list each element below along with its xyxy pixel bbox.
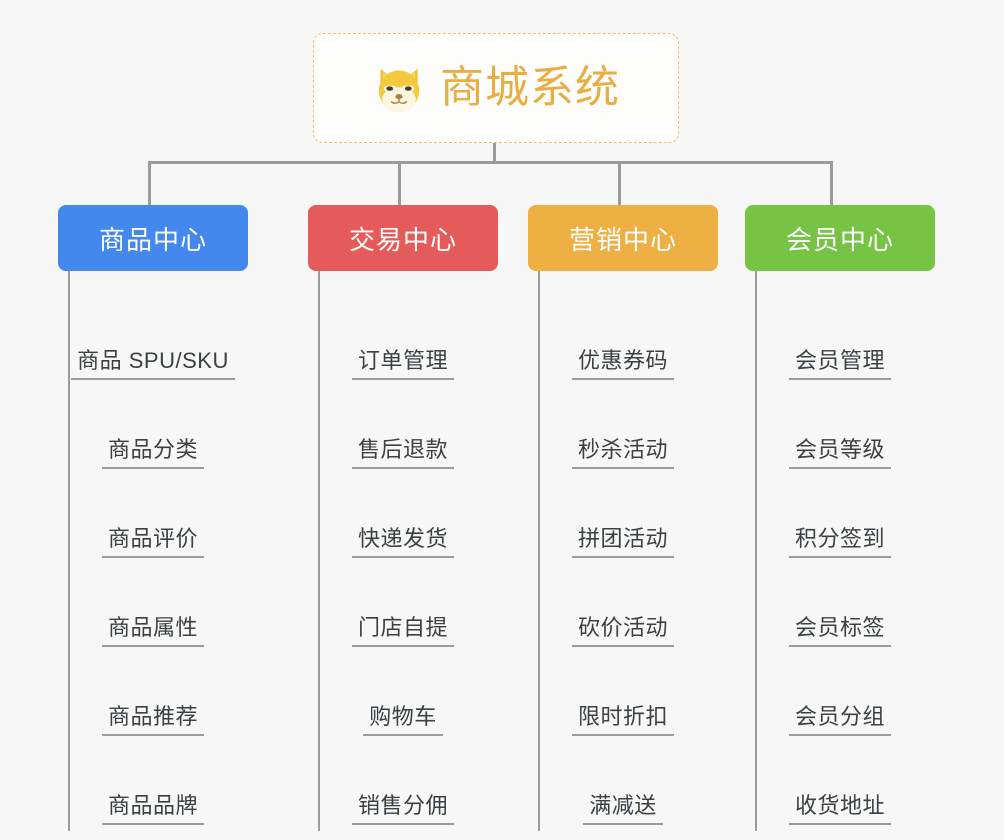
- root-title: 商城系统: [440, 63, 620, 112]
- leaf-item[interactable]: 商品评价: [58, 475, 248, 564]
- leaf-item[interactable]: 售后退款: [308, 386, 498, 475]
- leaf-label: 秒杀活动: [571, 436, 674, 469]
- leaf-label: 会员等级: [788, 436, 891, 469]
- column-trade-center: 交易中心 订单管理 售后退款 快递发货 门店自提 购物车 销售分佣: [308, 205, 498, 831]
- leaf-label: 订单管理: [351, 347, 454, 380]
- connector-root-vertical: [493, 143, 496, 163]
- leaf-item[interactable]: 购物车: [308, 653, 498, 742]
- leaf-rail-2: [318, 271, 320, 831]
- leaf-item[interactable]: 收货地址: [745, 742, 935, 831]
- leaf-item[interactable]: 会员标签: [745, 564, 935, 653]
- leaf-item[interactable]: 门店自提: [308, 564, 498, 653]
- leaf-item[interactable]: 秒杀活动: [528, 386, 718, 475]
- leaf-item[interactable]: 订单管理: [308, 297, 498, 386]
- leaf-list-3: 优惠券码 秒杀活动 拼团活动 砍价活动 限时折扣 满减送: [528, 271, 718, 831]
- category-header-2[interactable]: 交易中心: [308, 205, 498, 271]
- leaf-item[interactable]: 快递发货: [308, 475, 498, 564]
- leaf-label: 会员标签: [788, 614, 891, 647]
- leaf-rail-1: [68, 271, 70, 831]
- leaf-item[interactable]: 拼团活动: [528, 475, 718, 564]
- leaf-item[interactable]: 会员等级: [745, 386, 935, 475]
- leaf-label: 商品分类: [101, 436, 204, 469]
- leaf-label: 商品 SPU/SKU: [71, 347, 235, 380]
- leaf-label: 拼团活动: [571, 525, 674, 558]
- leaf-item[interactable]: 限时折扣: [528, 653, 718, 742]
- leaf-label: 优惠券码: [571, 347, 674, 380]
- leaf-item[interactable]: 商品属性: [58, 564, 248, 653]
- leaf-label: 会员分组: [788, 703, 891, 736]
- connector-drop-3: [618, 161, 621, 205]
- connector-drop-1: [148, 161, 151, 205]
- leaf-label: 满减送: [583, 792, 663, 825]
- leaf-item[interactable]: 商品分类: [58, 386, 248, 475]
- leaf-item[interactable]: 会员管理: [745, 297, 935, 386]
- leaf-label: 销售分佣: [351, 792, 454, 825]
- leaf-list-2: 订单管理 售后退款 快递发货 门店自提 购物车 销售分佣: [308, 271, 498, 831]
- category-header-4[interactable]: 会员中心: [745, 205, 935, 271]
- column-marketing-center: 营销中心 优惠券码 秒杀活动 拼团活动 砍价活动 限时折扣 满减送: [528, 205, 718, 831]
- leaf-item[interactable]: 优惠券码: [528, 297, 718, 386]
- leaf-item[interactable]: 商品推荐: [58, 653, 248, 742]
- column-product-center: 商品中心 商品 SPU/SKU 商品分类 商品评价 商品属性 商品推荐 商品品牌: [58, 205, 248, 831]
- leaf-label: 商品评价: [101, 525, 204, 558]
- leaf-label: 门店自提: [351, 614, 454, 647]
- leaf-label: 限时折扣: [571, 703, 674, 736]
- leaf-label: 售后退款: [351, 436, 454, 469]
- leaf-label: 购物车: [363, 703, 443, 736]
- leaf-rail-3: [538, 271, 540, 831]
- leaf-item[interactable]: 砍价活动: [528, 564, 718, 653]
- leaf-rail-4: [755, 271, 757, 831]
- category-header-1[interactable]: 商品中心: [58, 205, 248, 271]
- leaf-item[interactable]: 积分签到: [745, 475, 935, 564]
- leaf-list-4: 会员管理 会员等级 积分签到 会员标签 会员分组 收货地址: [745, 271, 935, 831]
- leaf-item[interactable]: 会员分组: [745, 653, 935, 742]
- leaf-item[interactable]: 销售分佣: [308, 742, 498, 831]
- leaf-label: 快递发货: [351, 525, 454, 558]
- leaf-label: 砍价活动: [571, 614, 674, 647]
- shiba-dog-emoji: [378, 68, 420, 113]
- leaf-label: 会员管理: [788, 347, 891, 380]
- leaf-label: 商品推荐: [101, 703, 204, 736]
- leaf-label: 商品品牌: [101, 792, 204, 825]
- column-member-center: 会员中心 会员管理 会员等级 积分签到 会员标签 会员分组 收货地址: [745, 205, 935, 831]
- connector-horizontal-bus: [148, 161, 833, 164]
- leaf-item[interactable]: 满减送: [528, 742, 718, 831]
- leaf-item[interactable]: 商品 SPU/SKU: [58, 297, 248, 386]
- connector-drop-2: [398, 161, 401, 205]
- leaf-label: 商品属性: [101, 614, 204, 647]
- leaf-item[interactable]: 商品品牌: [58, 742, 248, 831]
- leaf-label: 收货地址: [788, 792, 891, 825]
- leaf-label: 积分签到: [788, 525, 891, 558]
- leaf-list-1: 商品 SPU/SKU 商品分类 商品评价 商品属性 商品推荐 商品品牌: [58, 271, 248, 831]
- root-node[interactable]: 商城系统: [313, 33, 679, 143]
- category-header-3[interactable]: 营销中心: [528, 205, 718, 271]
- connector-drop-4: [830, 161, 833, 205]
